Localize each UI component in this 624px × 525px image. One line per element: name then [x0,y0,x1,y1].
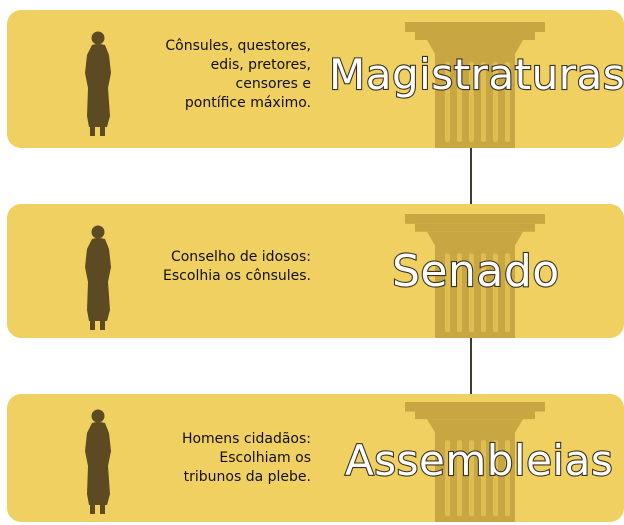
panel-title: Senado [391,245,560,298]
description-line: edis, pretores, [210,57,311,73]
description-line: Escolhia os cônsules. [163,268,311,284]
panel-assembleias: Homens cidadãos: Escolhiam os tribunos d… [7,394,624,522]
panel-title: Magistraturas [328,49,624,100]
panel-description: Conselho de idosos: Escolhia os cônsules… [163,248,311,286]
standing-toga-figure-icon [77,28,119,138]
description-line: Escolhiam os [219,450,311,466]
greek-column-icon [405,402,545,522]
greek-column-icon [405,214,545,338]
description-line: Cônsules, questores, [165,38,311,54]
connector-line-1 [470,148,472,204]
panel-description: Cônsules, questores, edis, pretores, cen… [165,37,311,113]
panel-description: Homens cidadãos: Escolhiam os tribunos d… [182,430,311,487]
connector-line-2 [470,338,472,394]
standing-toga-figure-icon [77,406,119,516]
greek-column-icon [405,22,545,148]
standing-toga-figure-icon [77,222,119,332]
panel-senado: Conselho de idosos: Escolhia os cônsules… [7,204,624,338]
description-line: Conselho de idosos: [170,249,311,265]
description-line: tribunos da plebe. [183,469,311,485]
panel-magistraturas: Cônsules, questores, edis, pretores, cen… [7,10,624,148]
description-line: Homens cidadãos: [181,431,311,447]
description-line: pontífice máximo. [184,95,311,111]
panel-title: Assembleias [344,435,614,486]
description-line: censores e [235,76,311,92]
